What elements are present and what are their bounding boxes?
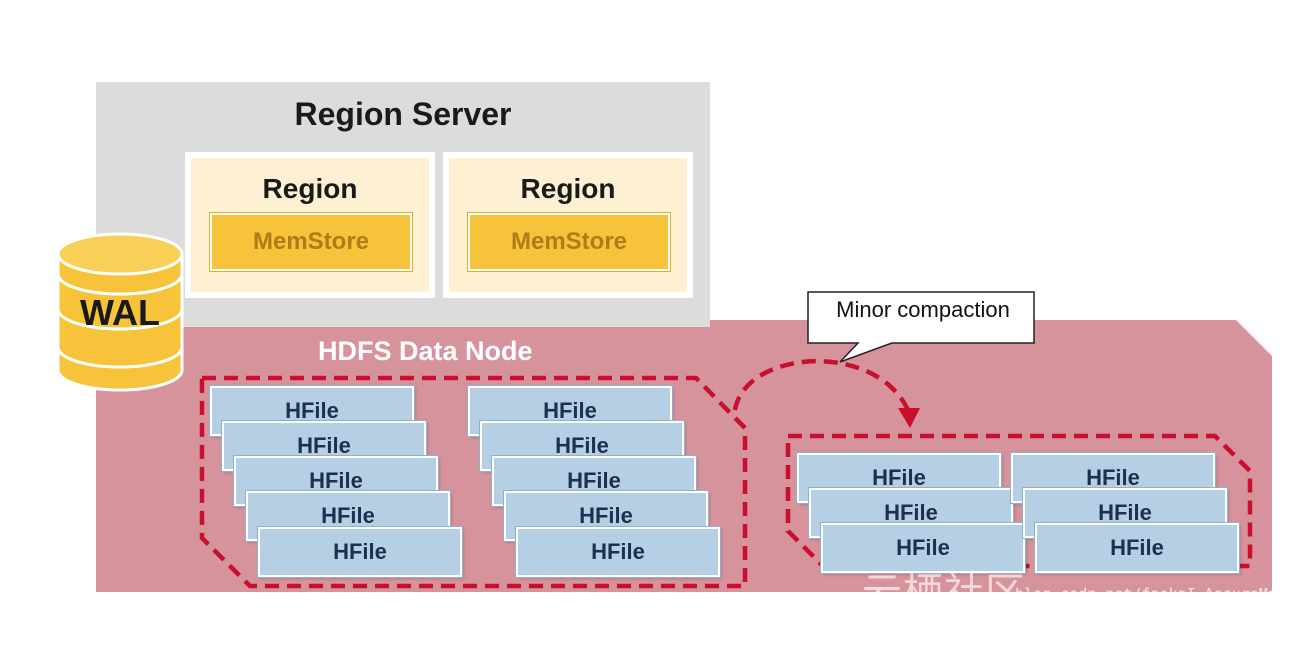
region-title: Region [520,173,616,204]
hfile: HFile [820,522,1026,574]
region-title: Region [262,173,358,204]
wal-database: WAL [55,232,185,394]
compaction-input-group [199,375,748,589]
callout-label: Minor compaction [836,297,1010,322]
wal-label: WAL [80,292,160,333]
watermark: 云栖社区 yq.aliyun.com [862,570,1157,664]
watermark-url: blog.csdn.net/faokaI_AssureMaster [1015,585,1300,603]
region-2: Region MemStore [443,152,693,298]
hfile: HFile [1034,522,1240,574]
compaction-arrow [732,358,911,411]
callout-bubble [807,291,1035,363]
database-icon [56,232,184,392]
memstore: MemStore [209,212,413,272]
hfile: HFile [257,526,463,578]
hdfs-title: HDFS Data Node [318,336,533,366]
region-server-title: Region Server [294,96,512,132]
compaction-output-group [785,433,1253,569]
region-server: Region Server Region MemStore Region Mem… [96,82,710,327]
hfile: HFile [515,526,721,578]
region-1: Region MemStore [185,152,435,298]
arrow-head-icon [898,408,920,428]
memstore: MemStore [467,212,671,272]
